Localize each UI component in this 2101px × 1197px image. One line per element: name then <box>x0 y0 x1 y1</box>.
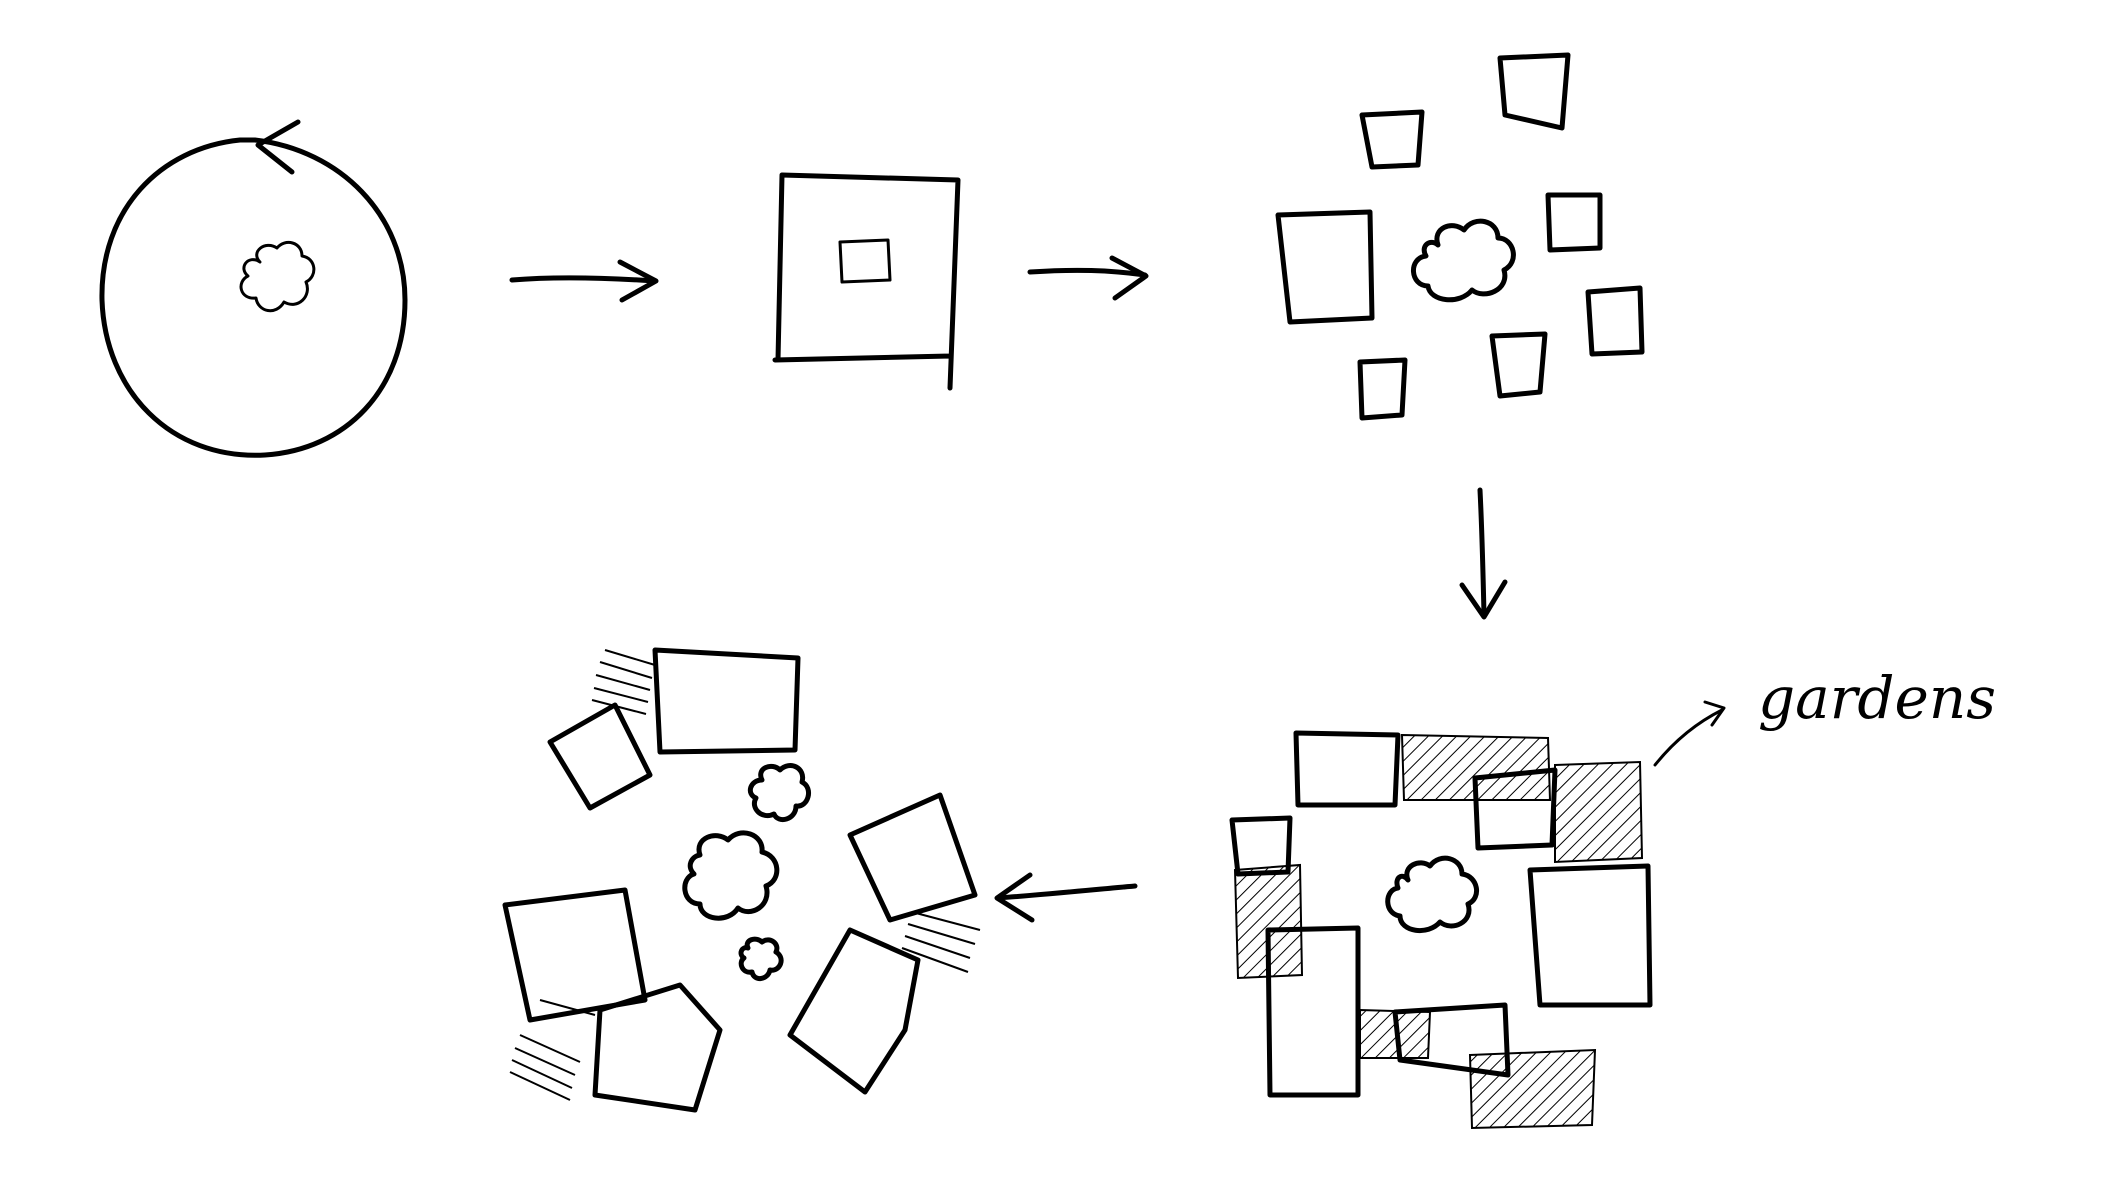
stage-4-tree-icon <box>1385 855 1479 933</box>
flow-arrow-4 <box>994 872 1138 923</box>
rotation-arrow-head-icon <box>255 119 301 175</box>
stage-4-gardens-group: gardens <box>1229 664 1996 1130</box>
stage-2-inner-rect <box>838 238 892 284</box>
stage-2-square-group <box>772 172 961 391</box>
garden-patch <box>1468 1048 1597 1130</box>
garden-patch <box>1233 863 1304 980</box>
gardens-annotation-arrow <box>1653 708 1724 767</box>
flow-arrow-3 <box>1459 487 1508 620</box>
stage-1-circle-group <box>99 119 408 458</box>
stage-2-outer-square <box>772 172 961 391</box>
shadow-hatch <box>509 649 981 1101</box>
stage-5-tree-icon <box>747 763 812 823</box>
flow-arrow-2 <box>1027 255 1149 301</box>
stage-5-tree-icon-small <box>738 936 784 981</box>
garden-patch <box>1400 733 1552 801</box>
stage-3-blocks-group <box>1275 52 1645 421</box>
stage-1-circle <box>99 137 408 458</box>
garden-patch <box>1554 760 1644 864</box>
flow-arrow-1 <box>509 259 659 303</box>
stage-5-cluster-group <box>502 647 981 1113</box>
stage-3-tree-icon <box>1411 218 1516 303</box>
stage-1-tree-icon <box>239 240 316 313</box>
stage-5-tree-icon-large <box>682 830 780 921</box>
gardens-label: gardens <box>1758 664 1996 732</box>
